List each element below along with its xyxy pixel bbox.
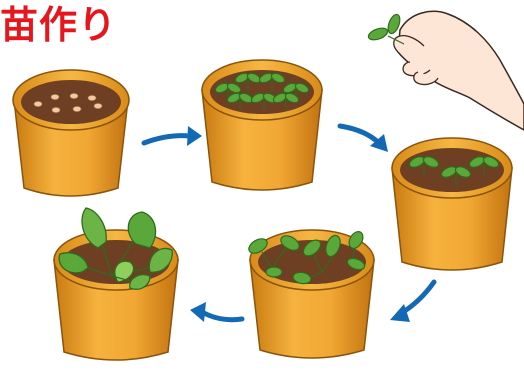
arrow-right-icon bbox=[144, 126, 202, 146]
arrow-down-left-icon bbox=[390, 282, 434, 322]
pot-with-seedlings-icon bbox=[246, 229, 374, 358]
arrow-curve-down-icon bbox=[340, 126, 388, 152]
pot-with-sprouts-icon bbox=[202, 60, 322, 190]
pot-with-seeds-icon bbox=[13, 70, 129, 196]
hand-icon bbox=[367, 11, 524, 130]
pot-with-thinned-sprouts-icon bbox=[392, 138, 512, 270]
arrow-left-icon bbox=[190, 302, 242, 322]
pot-with-grown-seedling-icon bbox=[54, 208, 178, 360]
